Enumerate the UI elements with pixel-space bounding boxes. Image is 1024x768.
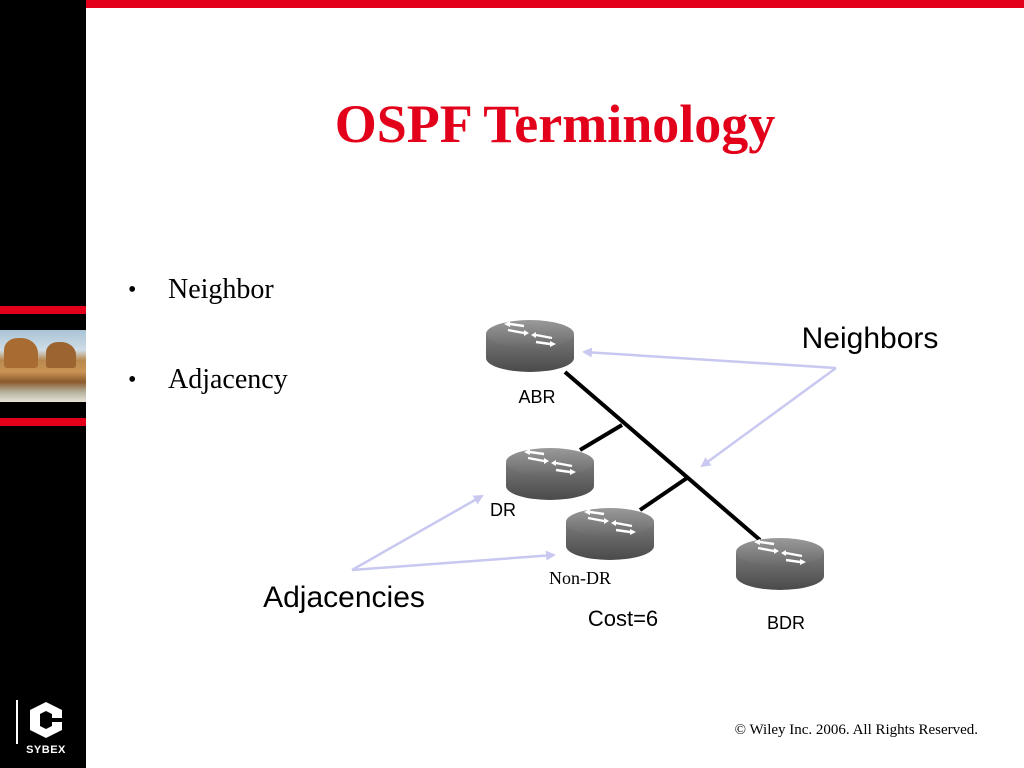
cost-label: Cost=6 bbox=[588, 606, 658, 631]
adjacency-arrow bbox=[351, 550, 556, 572]
sidebar-photo bbox=[0, 330, 86, 402]
bullet-dot: • bbox=[128, 277, 137, 303]
bullet-text: Adjacency bbox=[168, 364, 288, 395]
sidebar-stripe bbox=[0, 306, 86, 314]
sidebar-stripe bbox=[0, 418, 86, 426]
network-link bbox=[563, 370, 762, 542]
logo-text: SYBEX bbox=[26, 744, 66, 756]
slide-title: OSPF Terminology bbox=[334, 94, 776, 154]
bullet-dot: • bbox=[128, 367, 137, 393]
bullet-item: • Neighbor bbox=[128, 268, 288, 358]
router-abr-icon bbox=[484, 318, 576, 374]
router-dr-icon bbox=[504, 446, 596, 502]
bullet-text: Neighbor bbox=[168, 274, 274, 305]
router-non-dr-label: Non-DR bbox=[549, 568, 611, 588]
adjacency-arrow bbox=[351, 494, 484, 572]
neighbors-label: Neighbors bbox=[802, 322, 939, 355]
copyright-footer: © Wiley Inc. 2006. All Rights Reserved. bbox=[734, 722, 978, 738]
bullet-list: • Neighbor • Adjacency bbox=[128, 268, 288, 448]
router-non-dr-icon bbox=[564, 506, 656, 562]
network-link bbox=[578, 423, 624, 452]
router-bdr-label: BDR bbox=[767, 613, 805, 633]
router-bdr-icon bbox=[734, 536, 826, 592]
sybex-logo-icon bbox=[16, 700, 62, 744]
network-link bbox=[638, 476, 689, 512]
router-dr-label: DR bbox=[490, 500, 516, 520]
top-accent-bar bbox=[0, 0, 1024, 8]
neighbor-arrow bbox=[582, 347, 837, 370]
adjacencies-label: Adjacencies bbox=[263, 581, 425, 614]
sybex-logo: SYBEX bbox=[16, 696, 76, 760]
sidebar: SYBEX bbox=[0, 0, 86, 768]
neighbor-arrow bbox=[700, 366, 837, 468]
router-abr-label: ABR bbox=[518, 387, 555, 407]
bullet-item: • Adjacency bbox=[128, 358, 288, 448]
